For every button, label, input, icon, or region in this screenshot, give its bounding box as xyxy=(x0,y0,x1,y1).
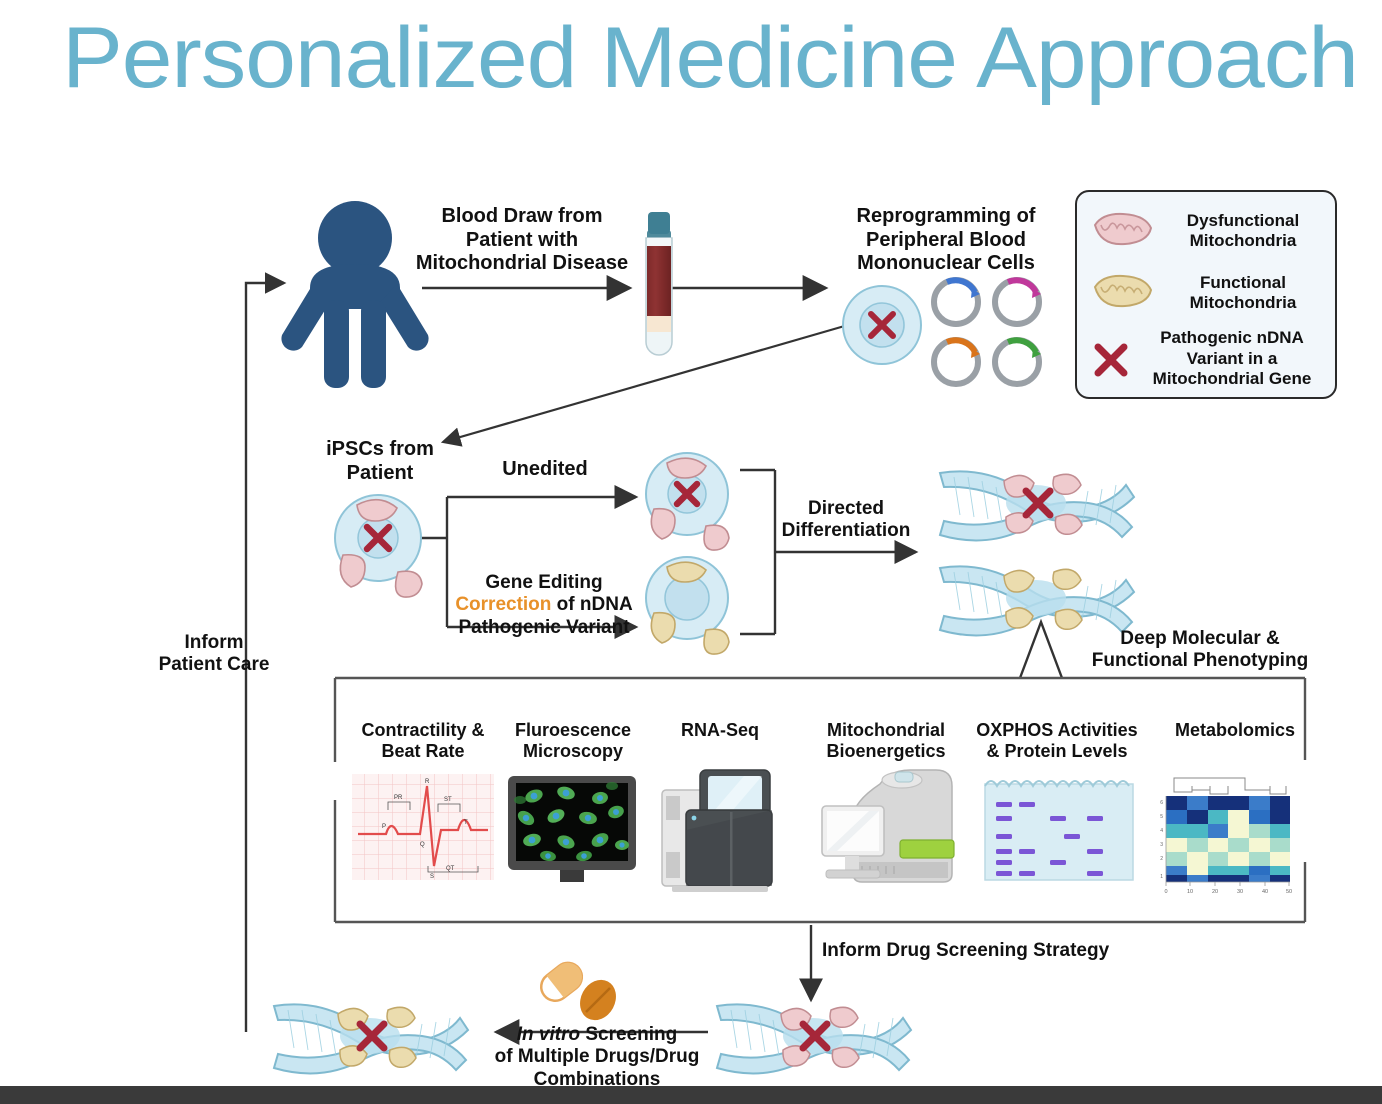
svg-text:PR: PR xyxy=(394,795,403,801)
drug-tablet-icon xyxy=(580,979,616,1021)
in-vitro-italic: In vitro xyxy=(516,1024,581,1045)
svg-text:40: 40 xyxy=(1262,889,1268,895)
assay-label-metabolomics: Metabolomics xyxy=(1174,720,1296,740)
western-blot-icon xyxy=(984,780,1134,881)
svg-text:R: R xyxy=(425,779,430,785)
monitor-fluorescence-icon xyxy=(508,776,636,882)
svg-text:6: 6 xyxy=(1160,800,1163,806)
svg-text:Q: Q xyxy=(420,842,425,848)
legend-item-pathogenic-variant: Pathogenic nDNA Variant in a Mitochondri… xyxy=(1085,326,1327,392)
ipsc-patient-cell-icon xyxy=(334,494,423,598)
svg-text:20: 20 xyxy=(1212,889,1218,895)
svg-text:P: P xyxy=(382,824,386,830)
label-gene-editing: Gene Editing Correction of nDNA Pathogen… xyxy=(455,572,633,638)
svg-text:S: S xyxy=(430,874,434,880)
label-directed-differentiation: Directed Differentiation xyxy=(781,498,911,542)
legend-label-functional: Functional Mitochondria xyxy=(1189,272,1297,312)
plasmid-blue xyxy=(931,277,981,327)
label-unedited: Unedited xyxy=(502,458,588,480)
svg-text:3: 3 xyxy=(1160,842,1163,848)
phenotyping-box xyxy=(333,676,1307,924)
phenotyping-chevron xyxy=(1018,618,1064,679)
svg-text:1: 1 xyxy=(1160,874,1163,880)
plasmid-magenta xyxy=(992,277,1042,327)
plasmid-orange xyxy=(931,337,981,387)
svg-text:QT: QT xyxy=(446,866,455,872)
svg-text:4: 4 xyxy=(1160,828,1163,834)
differentiation-bracket xyxy=(740,468,919,636)
correction-keyword: Correction xyxy=(455,594,552,616)
assay-label-contractility-beat-rate: Contractility & Beat Rate xyxy=(361,720,485,762)
cardiomyocyte-corrected-icon xyxy=(938,565,1136,637)
heatmap-dendrogram-icon: 0 10 20 30 40 50 6 5 4 3 2 1 xyxy=(1160,777,1292,895)
blood-tube-icon xyxy=(645,212,673,356)
assay-label-fluorescence-microscopy: Fluroescence Microscopy xyxy=(514,720,632,762)
label-inform-patient-care: Inform Patient Care xyxy=(158,632,270,676)
label-in-vitro-screening: In vitro Screening of Multiple Drugs/Dru… xyxy=(494,1024,700,1090)
pbmc-cell-icon xyxy=(842,285,922,365)
bottom-bar xyxy=(0,1086,1382,1104)
cardiomyocyte-dysfunctional-icon xyxy=(938,470,1136,542)
label-reprogramming: Reprogramming of Peripheral Blood Mononu… xyxy=(856,205,1036,275)
svg-text:0: 0 xyxy=(1164,889,1167,895)
gene-editing-rest: of nDNA xyxy=(551,594,633,616)
legend-label-dysfunctional: Dysfunctional Mitochondria xyxy=(1186,210,1300,250)
assay-label-rna-seq: RNA-Seq xyxy=(680,720,759,740)
functional-mitochondria-icon xyxy=(1093,274,1153,308)
ipsc-split-bracket xyxy=(421,485,639,639)
legend-item-dysfunctional: Dysfunctional Mitochondria xyxy=(1085,202,1327,260)
analyzer-workstation-icon xyxy=(821,769,955,883)
arrow-pbmc-to-ipsc xyxy=(440,323,849,447)
svg-text:ST: ST xyxy=(444,797,452,803)
svg-text:50: 50 xyxy=(1286,889,1292,895)
cardiomyocyte-diseased-bottom-icon xyxy=(715,1003,913,1075)
corrected-ipsc-cell-icon xyxy=(645,556,730,655)
assay-label-oxphos-activities: OXPHOS Activities & Protein Levels xyxy=(976,720,1138,762)
svg-text:5: 5 xyxy=(1160,814,1163,820)
legend-label-pathogenic-variant: Pathogenic nDNA Variant in a Mitochondri… xyxy=(1152,328,1312,389)
page-title: Personalized Medicine Approach xyxy=(62,10,1359,106)
pathogenic-variant-x-icon xyxy=(1094,343,1128,377)
sequencer-icon xyxy=(661,769,773,892)
drug-capsule-icon xyxy=(539,961,584,1003)
legend-item-functional: Functional Mitochondria xyxy=(1085,264,1327,322)
label-ipsc-from-patient: iPSCs from Patient xyxy=(326,438,434,484)
legend-box: Dysfunctional Mitochondria Functional Mi… xyxy=(1075,190,1337,399)
in-vitro-rest: Screening xyxy=(580,1024,678,1045)
patient-figure-icon xyxy=(281,201,429,388)
cardiomyocyte-treated-bottom-icon xyxy=(272,1003,470,1075)
label-blood-draw: Blood Draw from Patient with Mitochondri… xyxy=(415,205,629,275)
dysfunctional-mitochondria-icon xyxy=(1093,212,1153,246)
svg-text:10: 10 xyxy=(1187,889,1193,895)
svg-text:2: 2 xyxy=(1160,856,1163,862)
svg-text:T: T xyxy=(464,820,468,826)
unedited-ipsc-cell-icon xyxy=(645,452,730,551)
feedback-loop-path xyxy=(244,272,287,1032)
assay-label-mitochondrial-bioenergetics: Mitochondrial Bioenergetics xyxy=(826,720,946,762)
svg-text:30: 30 xyxy=(1237,889,1243,895)
plasmid-green xyxy=(992,337,1042,387)
label-inform-drug-screening: Inform Drug Screening Strategy xyxy=(822,940,1110,961)
label-deep-phenotyping: Deep Molecular & Functional Phenotyping xyxy=(1091,628,1309,672)
